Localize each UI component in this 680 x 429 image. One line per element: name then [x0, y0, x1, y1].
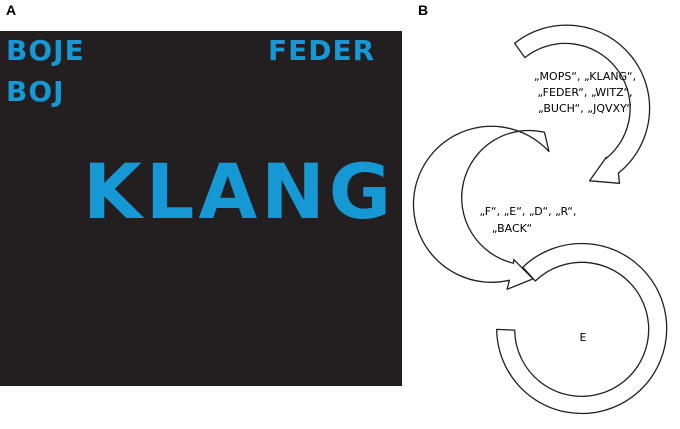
top-loop-line-1: „MOPS“, „KLANG“, — [534, 70, 636, 83]
panel-b-label: B — [418, 2, 429, 18]
middle-loop-arrow — [412, 125, 550, 290]
middle-loop-line-1: „F“, „E“, „D“, „R“, — [480, 205, 577, 218]
display-screen: BOJE BOJ FEDER KLANG — [0, 31, 402, 386]
panel-a-label: A — [6, 2, 17, 18]
word-boje: BOJE — [6, 34, 85, 67]
word-boj: BOJ — [6, 75, 65, 108]
top-loop-line-2: „FEDER“, „WITZ“, — [537, 86, 632, 99]
bottom-loop-label: E — [580, 331, 587, 344]
middle-loop-line-2: „BACK“ — [492, 222, 532, 235]
word-feder: FEDER — [268, 34, 376, 67]
target-word-klang: KLANG — [83, 147, 396, 236]
top-loop-line-3: „BUCH“, „JQVXY“ — [538, 102, 632, 115]
top-loop-arrow — [513, 24, 651, 184]
bottom-loop-ring — [496, 242, 668, 415]
